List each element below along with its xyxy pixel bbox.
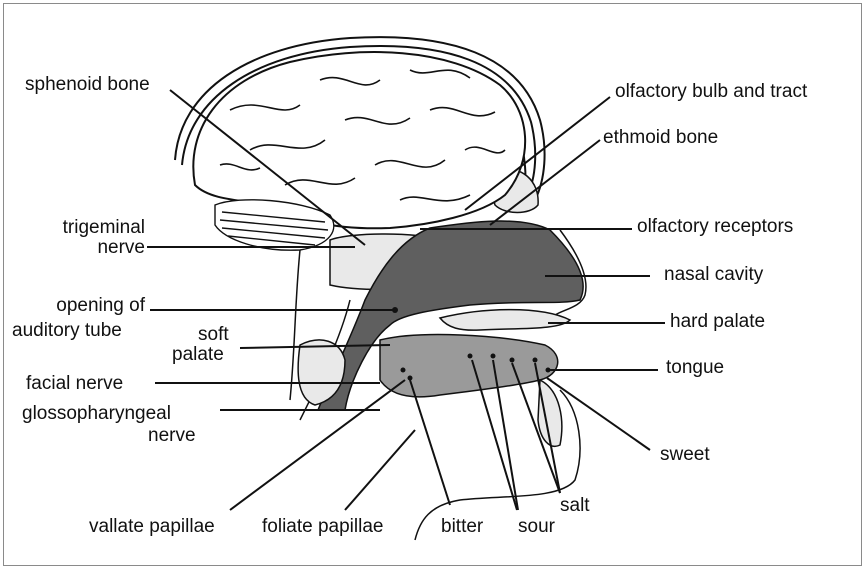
label-glossopharyngeal: glossopharyngeal (22, 404, 171, 424)
label-sweet: sweet (660, 445, 710, 465)
label-glossopharyngeal-nerve: nerve (148, 426, 196, 446)
label-palate: palate (172, 345, 224, 365)
label-olfactory-receptors: olfactory receptors (637, 217, 793, 237)
label-auditory-tube: auditory tube (12, 321, 122, 341)
label-tongue: tongue (666, 358, 724, 378)
hard-palate-shape (440, 310, 570, 331)
label-bitter: bitter (441, 517, 483, 537)
label-nasal-cavity: nasal cavity (664, 265, 763, 285)
label-foliate-papillae: foliate papillae (262, 517, 383, 537)
label-opening-of: opening of (10, 296, 145, 316)
label-soft: soft (198, 325, 229, 345)
label-trigeminal-nerve: nerve (25, 238, 145, 258)
label-sphenoid-bone: sphenoid bone (25, 75, 150, 95)
tongue-shape (380, 335, 558, 397)
label-ethmoid-bone: ethmoid bone (603, 128, 718, 148)
label-facial-nerve: facial nerve (26, 374, 123, 394)
label-hard-palate: hard palate (670, 312, 765, 332)
label-sour: sour (518, 517, 555, 537)
label-olfactory-bulb: olfactory bulb and tract (615, 82, 807, 102)
label-trigeminal: trigeminal (25, 218, 145, 238)
label-vallate-papillae: vallate papillae (89, 517, 215, 537)
label-salt: salt (560, 496, 590, 516)
